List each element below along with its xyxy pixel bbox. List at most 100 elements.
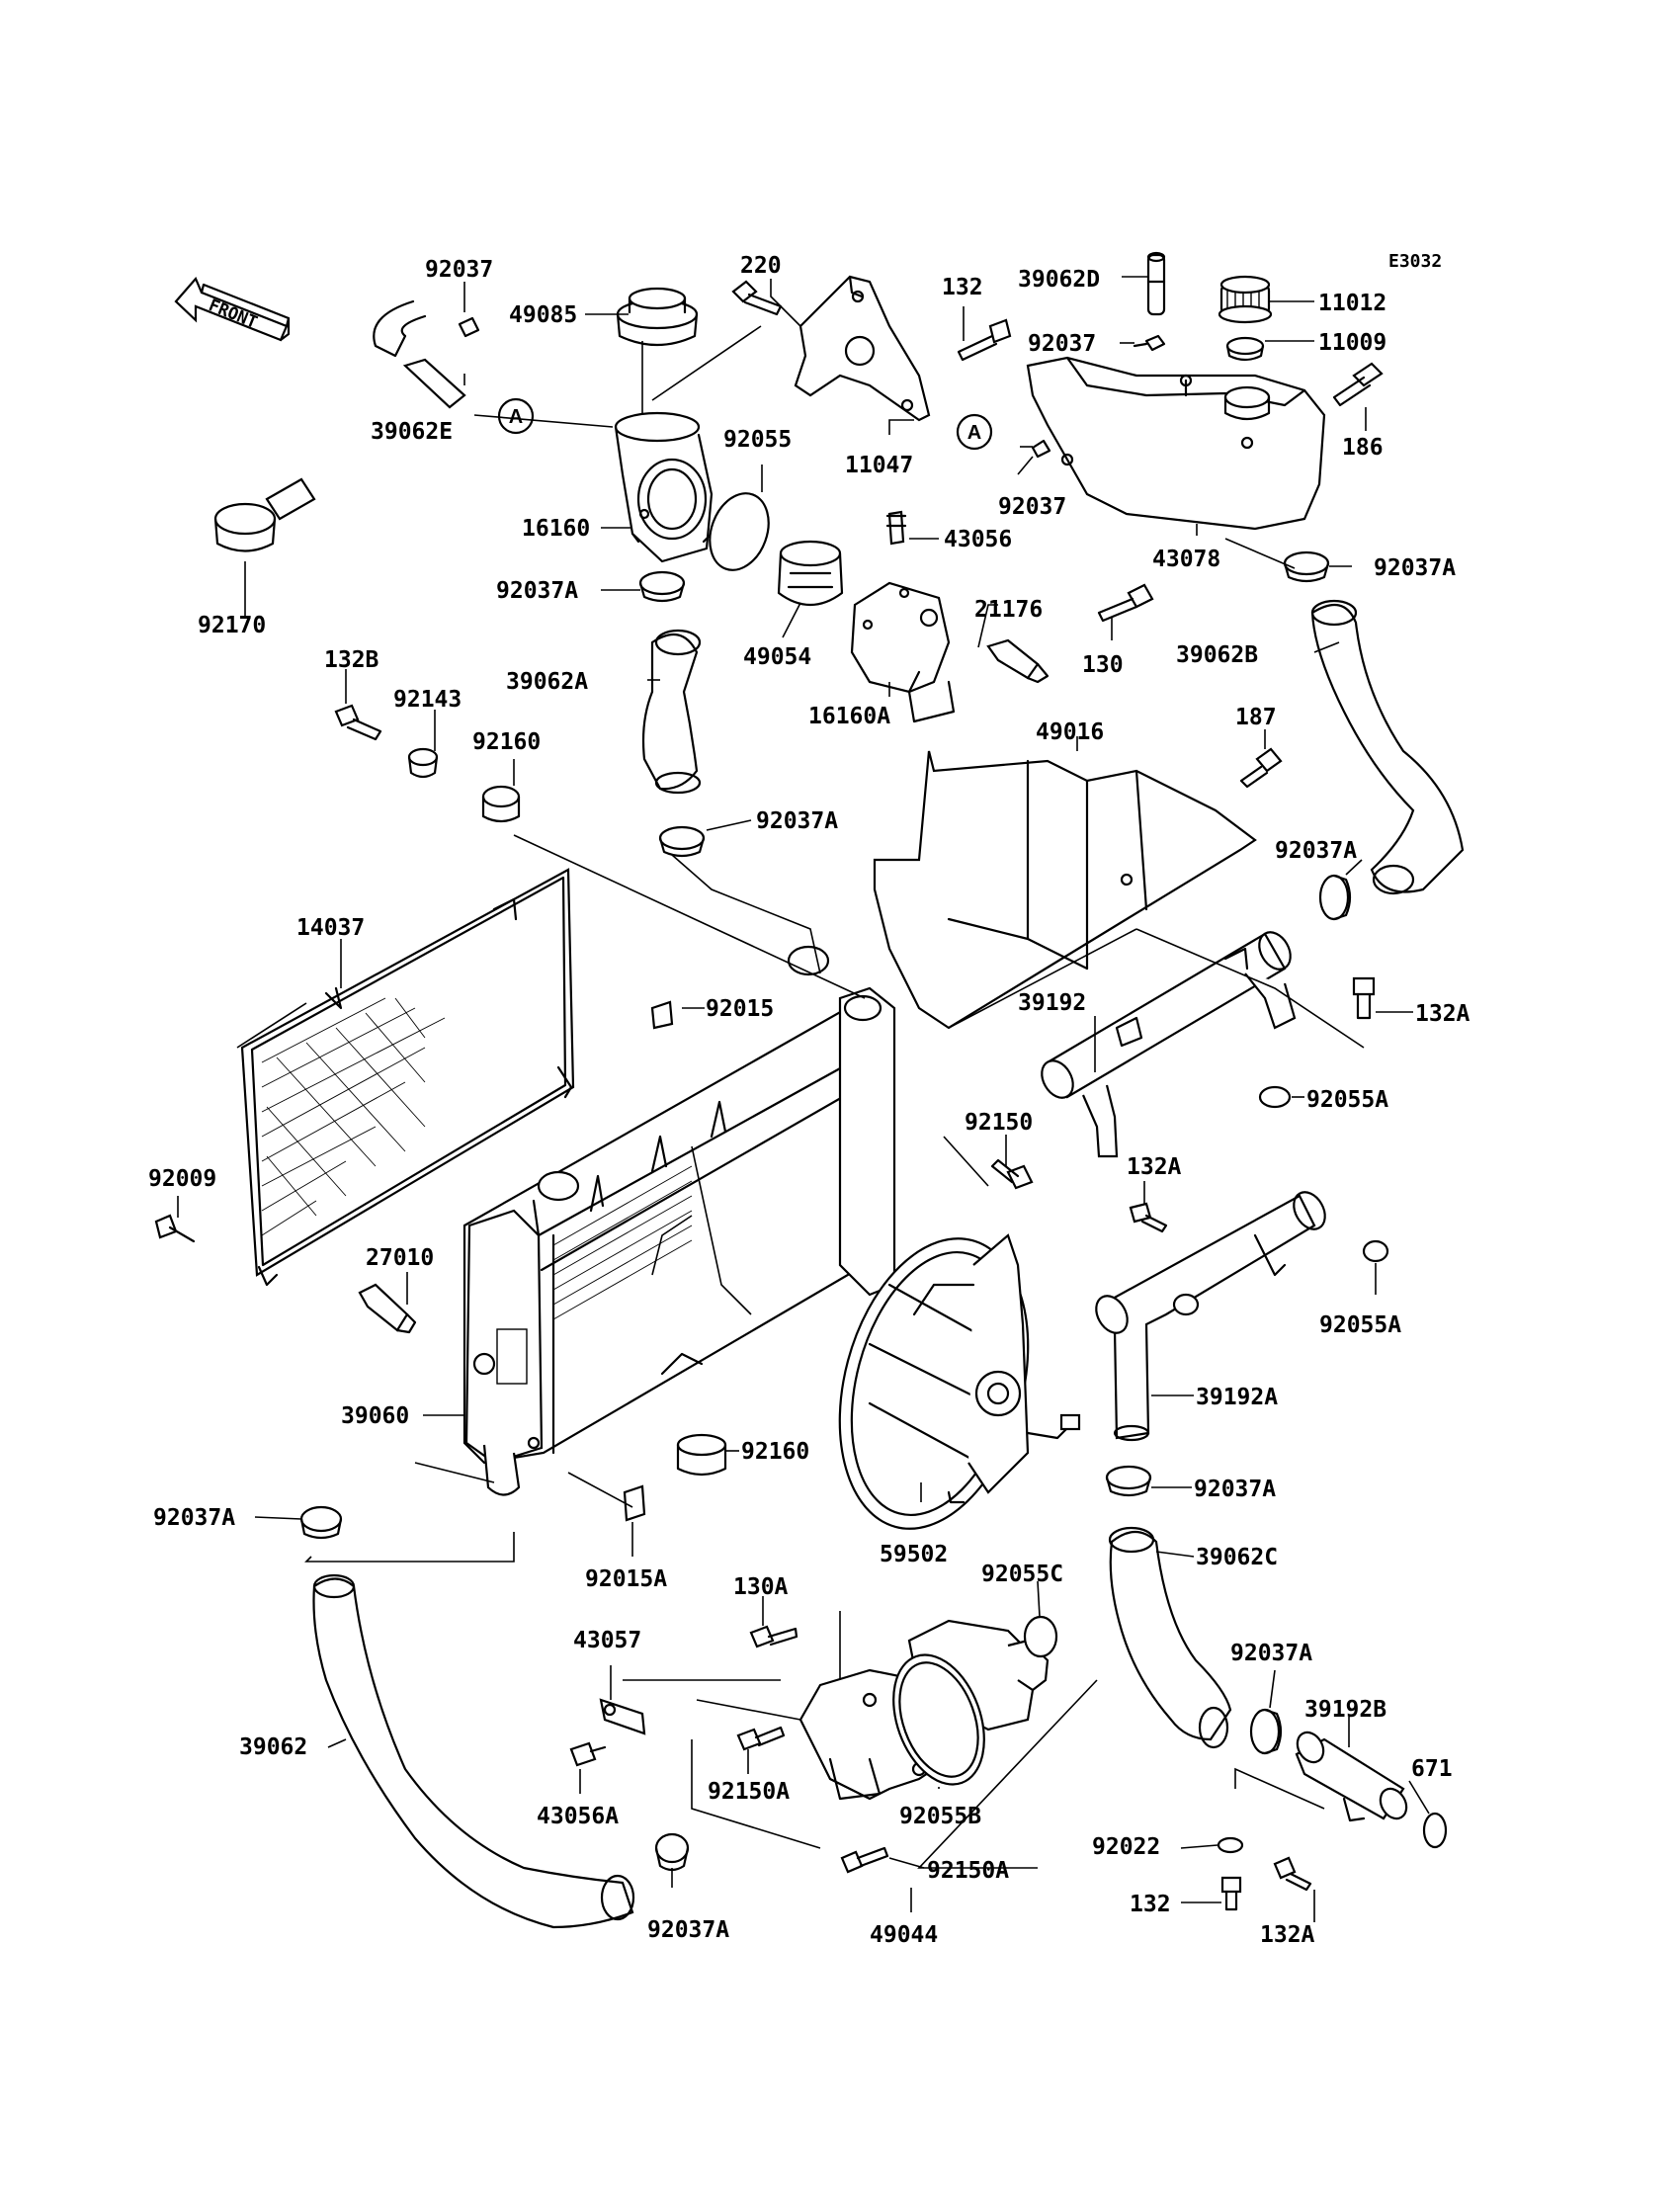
thermostat-housing-16160A — [850, 581, 956, 723]
label-39062C: 39062C — [1196, 1545, 1278, 1570]
thermostat-49054 — [777, 540, 844, 606]
label-59502: 59502 — [880, 1542, 948, 1567]
radiator-screen-14037 — [240, 868, 575, 1287]
label-39062E: 39062E — [371, 419, 453, 445]
clamp-92037A-4 — [1318, 874, 1352, 921]
label-16160: 16160 — [522, 516, 590, 542]
callout-a-right-letter: A — [967, 422, 981, 444]
label-187: 187 — [1235, 705, 1277, 730]
bolt-132-top — [957, 318, 1012, 362]
label-132B: 132B — [324, 647, 379, 673]
tank-cap-11012 — [1218, 275, 1273, 324]
pipe-39192B — [1295, 1731, 1408, 1822]
label-132-bottom: 132 — [1130, 1892, 1171, 1917]
pipe-39192 — [1041, 931, 1297, 1158]
label-92055A-2: 92055A — [1319, 1312, 1401, 1338]
label-92037A-6: 92037A — [153, 1505, 235, 1531]
label-92037-right: 92037 — [998, 494, 1066, 520]
label-186: 186 — [1342, 435, 1384, 461]
label-92143: 92143 — [393, 687, 462, 713]
bolt-132B — [334, 704, 382, 741]
label-49044: 49044 — [870, 1922, 938, 1948]
label-92009: 92009 — [148, 1166, 216, 1192]
front-label: FRONT — [206, 296, 260, 333]
label-92037A-7: 92037A — [1230, 1641, 1312, 1666]
o-ring-671 — [1422, 1812, 1448, 1849]
hose-39062B — [1310, 599, 1465, 895]
rubber-92160-top — [481, 785, 521, 823]
clamp-92037A-1 — [638, 570, 686, 603]
filler-neck-16160 — [614, 411, 714, 563]
label-92037A-2: 92037A — [1374, 555, 1456, 581]
label-92160-top: 92160 — [472, 729, 541, 755]
o-ring-92055 — [709, 492, 770, 571]
label-92150A-2: 92150A — [927, 1858, 1009, 1884]
label-130A: 130A — [733, 1574, 789, 1600]
breather-hose-39062D — [1146, 251, 1166, 316]
label-92150: 92150 — [965, 1110, 1033, 1136]
label-92037A-1: 92037A — [496, 578, 578, 604]
label-92015: 92015 — [706, 996, 774, 1022]
label-39062: 39062 — [239, 1734, 307, 1760]
clamp-92037A-3 — [658, 825, 706, 858]
label-92055: 92055 — [723, 427, 792, 453]
fan-switch-27010 — [358, 1283, 417, 1334]
label-92037-mid: 92037 — [1028, 331, 1096, 357]
o-ring-92055A-2 — [1362, 1239, 1389, 1263]
label-92055B: 92055B — [899, 1804, 981, 1829]
bolt-92150A-2 — [840, 1846, 889, 1874]
label-132A-2: 132A — [1127, 1154, 1182, 1180]
label-43056A: 43056A — [537, 1804, 619, 1829]
bolt-132A-1 — [1352, 976, 1376, 1020]
label-92160-bottom: 92160 — [741, 1439, 809, 1465]
bolt-187 — [1239, 747, 1283, 789]
label-132-top: 132 — [942, 275, 983, 300]
front-direction-arrow: FRONT — [174, 276, 291, 342]
bolt-92150 — [990, 1158, 1034, 1190]
label-92150A-1: 92150A — [708, 1779, 790, 1805]
label-39192A: 39192A — [1196, 1385, 1278, 1410]
label-43078: 43078 — [1152, 547, 1220, 572]
clamp-92037A-5 — [1105, 1465, 1152, 1497]
breather-43056 — [885, 510, 907, 546]
label-92170: 92170 — [198, 613, 266, 638]
joint-43057 — [599, 1698, 646, 1735]
hose-39062C — [1108, 1526, 1232, 1749]
label-132A-3: 132A — [1260, 1922, 1315, 1948]
label-39062A: 39062A — [506, 669, 588, 695]
rubber-92160-bottom — [676, 1433, 727, 1477]
label-49054: 49054 — [743, 644, 811, 670]
label-11009: 11009 — [1318, 330, 1386, 356]
bolt-132-bottom — [1220, 1876, 1242, 1911]
label-43057: 43057 — [573, 1628, 641, 1653]
hose-92170 — [213, 477, 316, 552]
bolt-186 — [1332, 362, 1384, 407]
leader-lines — [177, 276, 1430, 1922]
bolt-220 — [731, 280, 783, 316]
washer-92022 — [1217, 1836, 1244, 1854]
label-220: 220 — [740, 253, 782, 279]
label-92055C: 92055C — [981, 1562, 1063, 1587]
bracket-11047 — [794, 275, 931, 422]
o-ring-92055B — [892, 1653, 985, 1786]
diagram-code: E3032 — [1388, 251, 1442, 272]
hose-39062A — [641, 629, 702, 795]
bolt-132A-3 — [1273, 1856, 1312, 1892]
bolt-130 — [1097, 583, 1154, 623]
label-43056: 43056 — [944, 527, 1012, 552]
label-671: 671 — [1411, 1756, 1453, 1782]
label-132A-1: 132A — [1415, 1001, 1470, 1027]
radiator-39060 — [462, 945, 896, 1496]
temp-sensor-21176 — [986, 638, 1050, 684]
breather-43056A — [569, 1741, 607, 1767]
label-49085: 49085 — [509, 302, 577, 328]
clamp-92037A-7 — [1249, 1708, 1283, 1755]
label-16160A: 16160A — [808, 704, 890, 729]
clip-92037-mid — [1133, 334, 1166, 352]
cap-seal-11009 — [1225, 336, 1265, 362]
o-ring-92055C — [1023, 1615, 1058, 1658]
label-21176: 21176 — [974, 597, 1043, 623]
callout-a-left: A — [497, 397, 535, 435]
part-labels: 92037 49085 220 132 39062D 11012 92037 1… — [148, 253, 1470, 1948]
label-49016: 49016 — [1036, 719, 1104, 745]
